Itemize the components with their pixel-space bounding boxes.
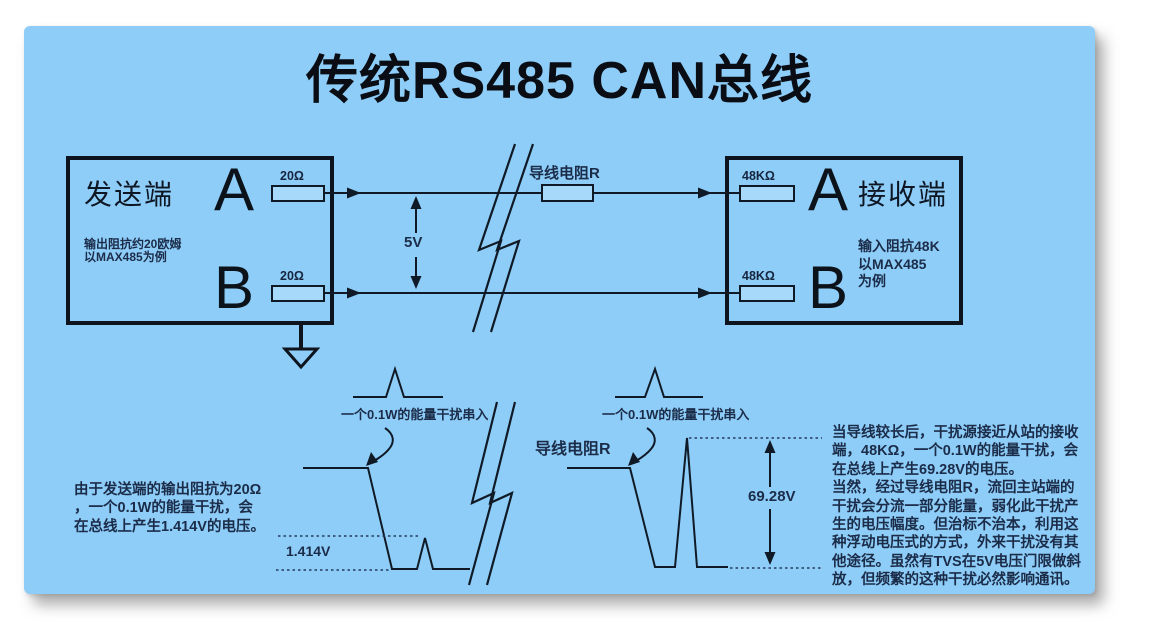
- tx-terminal-b-label: B: [214, 254, 255, 321]
- rx-resistor-b: [739, 285, 795, 302]
- curved-arrow-left-head: [366, 452, 378, 466]
- receiver-label: 接收端: [858, 179, 949, 210]
- voltage-5v-arrow: [410, 196, 422, 289]
- injection-label-right: 一个0.1W的能量干扰串入: [602, 407, 750, 422]
- annotation-right: 当导线较长后，干扰源接近从站的接收 端，48KΩ，一个0.1W的能量干扰，会 在…: [832, 425, 1081, 589]
- wire-resistor: [541, 184, 594, 202]
- cable-break-icon-bottom: [467, 401, 517, 586]
- diagram-panel: [24, 26, 1095, 594]
- rx-resistor-a: [739, 185, 795, 202]
- ground-symbol: [281, 324, 321, 370]
- curved-arrow-right: [635, 427, 656, 462]
- wire-resistance-label-top: 导线电阻R: [529, 165, 600, 182]
- curved-arrow-right-head: [628, 452, 640, 466]
- transmitter-label: 发送端: [84, 179, 175, 210]
- receiver-box: [725, 156, 963, 325]
- bus-voltage-label: 5V: [404, 234, 423, 251]
- rx-resistor-b-value: 48KΩ: [742, 269, 775, 283]
- annotation-left: 由于发送端的输出阻抗为20Ω ，一个0.1W的能量干扰，会 在总线上产生1.41…: [74, 482, 265, 535]
- bus-wave-right: [567, 437, 728, 568]
- rx-terminal-b-label: B: [808, 254, 849, 321]
- waveform-left: [276, 365, 470, 571]
- tx-terminal-a-label: A: [214, 156, 255, 223]
- diagram-title: 传统RS485 CAN总线: [305, 52, 814, 110]
- rx-resistor-a-value: 48KΩ: [742, 169, 775, 183]
- injection-label-left: 一个0.1W的能量干扰串入: [341, 407, 489, 422]
- bus-wave-left: [303, 467, 470, 570]
- noise-spike-right: [615, 365, 703, 398]
- rx-terminal-a-label: A: [808, 156, 849, 223]
- tx-resistor-a-value: 20Ω: [280, 169, 304, 183]
- tx-resistor-b: [271, 285, 325, 302]
- curved-arrow-left: [373, 427, 394, 462]
- tx-resistor-a: [271, 185, 325, 202]
- waveform-right: [567, 365, 822, 569]
- bus-arrowheads: [347, 187, 712, 299]
- transmitter-box: [66, 156, 334, 325]
- resistor-symbols: [271, 184, 795, 302]
- cable-break-icon-top: [471, 143, 535, 333]
- transmitter-note: 输出阻抗约20欧姆 以MAX485为例: [84, 237, 182, 264]
- voltage-69v-arrow: [764, 440, 776, 565]
- receiver-note: 输入阻抗48K 以MAX485 为例: [858, 238, 940, 289]
- tx-resistor-b-value: 20Ω: [280, 269, 304, 283]
- voltage-label-1v414: 1.414V: [286, 543, 331, 559]
- noise-spike-left: [353, 365, 443, 398]
- wire-resistance-label-bottom: 导线电阻R: [535, 441, 611, 458]
- voltage-label-69v28: 69.28V: [748, 488, 796, 505]
